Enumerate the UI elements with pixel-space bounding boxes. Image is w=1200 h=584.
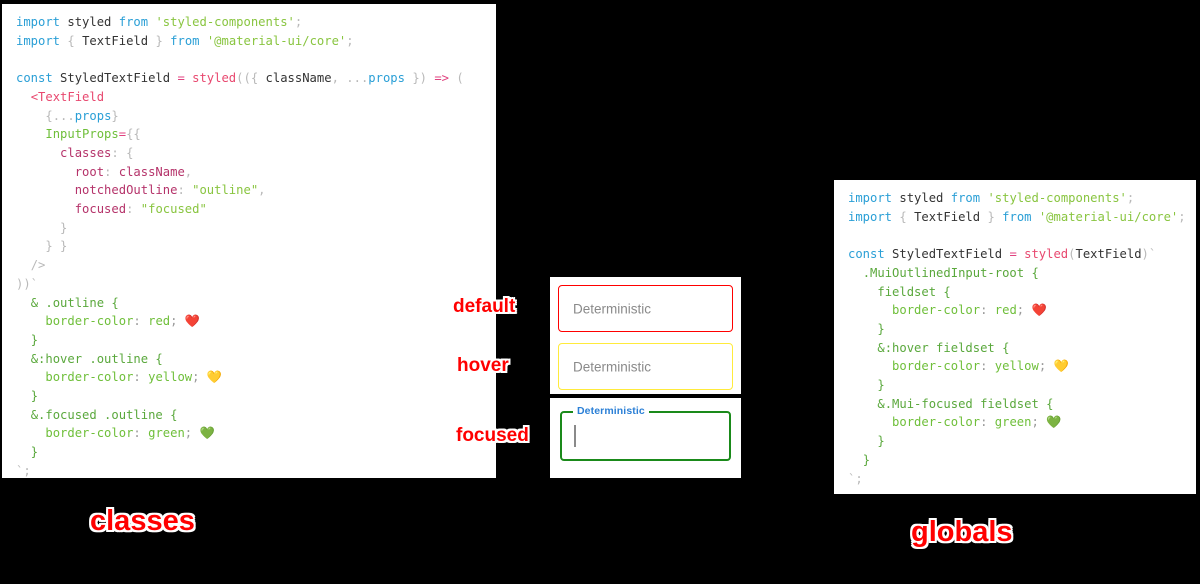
- code-line: import { TextField } from '@material-ui/…: [16, 33, 354, 48]
- textfield-hover-text: Deterministic: [573, 359, 652, 374]
- code-line: const StyledTextField = styled(({ classN…: [16, 71, 464, 86]
- code-line: border-color: green; 💚: [892, 415, 1062, 430]
- code-line: }: [877, 434, 885, 449]
- code-line: InputProps={{: [45, 127, 141, 142]
- textfield-default[interactable]: Deterministic: [558, 285, 733, 332]
- code-line: & .outline {: [30, 295, 119, 310]
- demo-panel-bottom: Deterministic: [550, 398, 741, 478]
- code-line: focused: "focused": [74, 202, 207, 217]
- code-line: border-color: yellow; 💛: [892, 359, 1069, 374]
- textfield-focused-label: Deterministic: [573, 405, 649, 417]
- code-line: border-color: red; ❤️: [892, 303, 1047, 318]
- code-line: &.focused .outline {: [30, 407, 178, 422]
- globals-code-text: import styled from 'styled-components'; i…: [834, 180, 1196, 488]
- code-line: }: [862, 452, 871, 467]
- code-line: &:hover .outline {: [30, 351, 163, 366]
- code-line: border-color: yellow; 💛: [45, 370, 223, 385]
- demo-panel-top: Deterministic Deterministic: [550, 277, 741, 394]
- textfield-focused[interactable]: Deterministic: [560, 405, 731, 461]
- code-line: import styled from 'styled-components';: [848, 191, 1135, 205]
- code-line: border-color: red; ❤️: [45, 314, 200, 329]
- classes-code-text: import styled from 'styled-components'; i…: [2, 4, 496, 478]
- text-caret-icon: [574, 425, 576, 447]
- code-line: [848, 226, 1196, 245]
- annotation-hover: hover: [457, 355, 509, 376]
- code-line: }: [30, 332, 39, 347]
- code-line: notchedOutline: "outline",: [74, 183, 266, 198]
- globals-code-panel: import styled from 'styled-components'; i…: [834, 180, 1196, 494]
- code-line: root: className,: [74, 164, 193, 179]
- textfield-default-text: Deterministic: [573, 301, 652, 316]
- annotation-default: default: [453, 296, 516, 317]
- code-line: <TextField: [30, 89, 105, 104]
- code-line: {...props}: [45, 108, 119, 123]
- code-line: &.Mui-focused fieldset {: [877, 396, 1054, 411]
- code-line: } }: [45, 239, 68, 254]
- classes-code-panel: import styled from 'styled-components'; i…: [2, 4, 496, 478]
- code-line: classes: {: [60, 145, 134, 160]
- code-line: `;: [16, 463, 31, 478]
- code-line: &:hover fieldset {: [877, 340, 1010, 355]
- code-line: }: [30, 389, 39, 404]
- code-line: fieldset {: [877, 284, 951, 299]
- code-line: const StyledTextField = styled(TextField…: [848, 247, 1157, 262]
- code-line: `;: [848, 471, 863, 486]
- code-line: }: [60, 220, 68, 235]
- code-line: }: [30, 445, 39, 460]
- annotation-focused: focused: [456, 425, 529, 446]
- code-line: .MuiOutlinedInput-root {: [862, 265, 1039, 280]
- code-line: ))`: [16, 276, 39, 291]
- annotation-globals: globals: [911, 516, 1013, 548]
- code-line: />: [30, 258, 46, 273]
- annotation-classes: classes: [90, 505, 195, 537]
- textfield-hover[interactable]: Deterministic: [558, 343, 733, 390]
- code-line: import { TextField } from '@material-ui/…: [848, 209, 1186, 224]
- code-line: }: [877, 378, 885, 393]
- code-line: [16, 50, 496, 69]
- code-line: border-color: green; 💚: [45, 426, 215, 441]
- code-line: import styled from 'styled-components';: [16, 15, 303, 29]
- code-line: }: [877, 321, 885, 336]
